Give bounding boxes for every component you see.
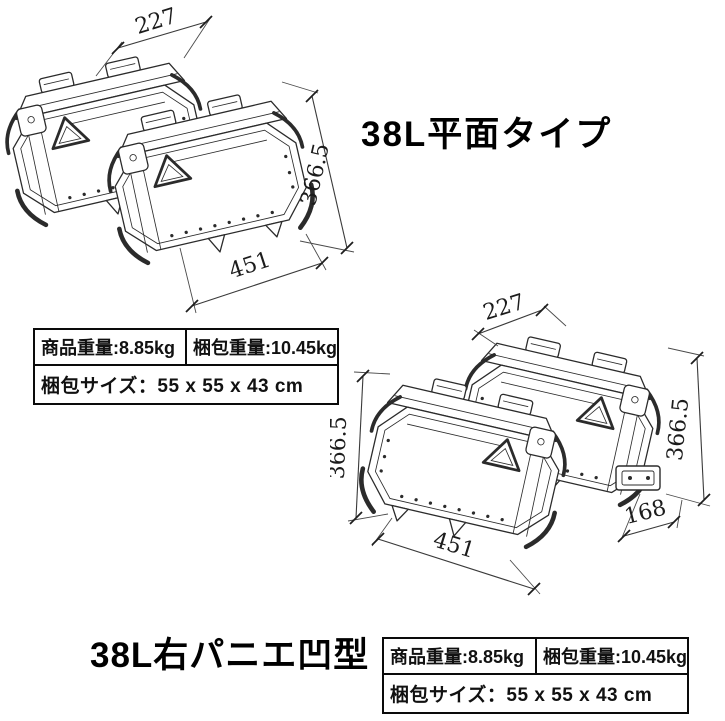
top-drawing-svg: 227 366.5 451: [0, 4, 355, 314]
top-package-size: 梱包サイズ：55 x 55 x 43 cm: [41, 376, 304, 397]
top-spec-table: 商品重量:8.85kg 梱包重量:10.45kg 梱包サイズ：55 x 55 x…: [33, 328, 339, 405]
top-title: 38L平面タイプ: [361, 115, 613, 154]
top-spec-row-weights: 商品重量:8.85kg 梱包重量:10.45kg: [35, 330, 337, 366]
top-package-weight: 梱包重量:10.45kg: [192, 338, 337, 358]
mounting-bracket: [615, 465, 661, 491]
bottom-dim-height-right: 366.5: [663, 397, 694, 462]
bottom-product-weight: 商品重量:8.85kg: [384, 639, 537, 673]
bottom-spec-table: 商品重量:8.85kg 梱包重量:10.45kg 梱包サイズ：55 x 55 x…: [382, 637, 689, 714]
bottom-dim-height-left: 366.5: [330, 416, 352, 480]
bottom-package-size: 梱包サイズ：55 x 55 x 43 cm: [390, 685, 653, 706]
bottom-package-weight: 梱包重量:10.45kg: [542, 647, 687, 667]
top-dim-height: 366.5: [296, 141, 335, 208]
top-product-weight: 商品重量:8.85kg: [35, 330, 187, 364]
bottom-drawing-svg: 227 366.5 366.5 451: [330, 290, 711, 596]
bottom-spec-row-weights: 商品重量:8.85kg 梱包重量:10.45kg: [384, 639, 687, 675]
top-dim-width: 227: [132, 4, 179, 40]
top-dim-length: 451: [226, 247, 274, 284]
bottom-title: 38L右パニエ凹型: [90, 636, 370, 675]
bottom-dim-width: 227: [480, 290, 527, 326]
